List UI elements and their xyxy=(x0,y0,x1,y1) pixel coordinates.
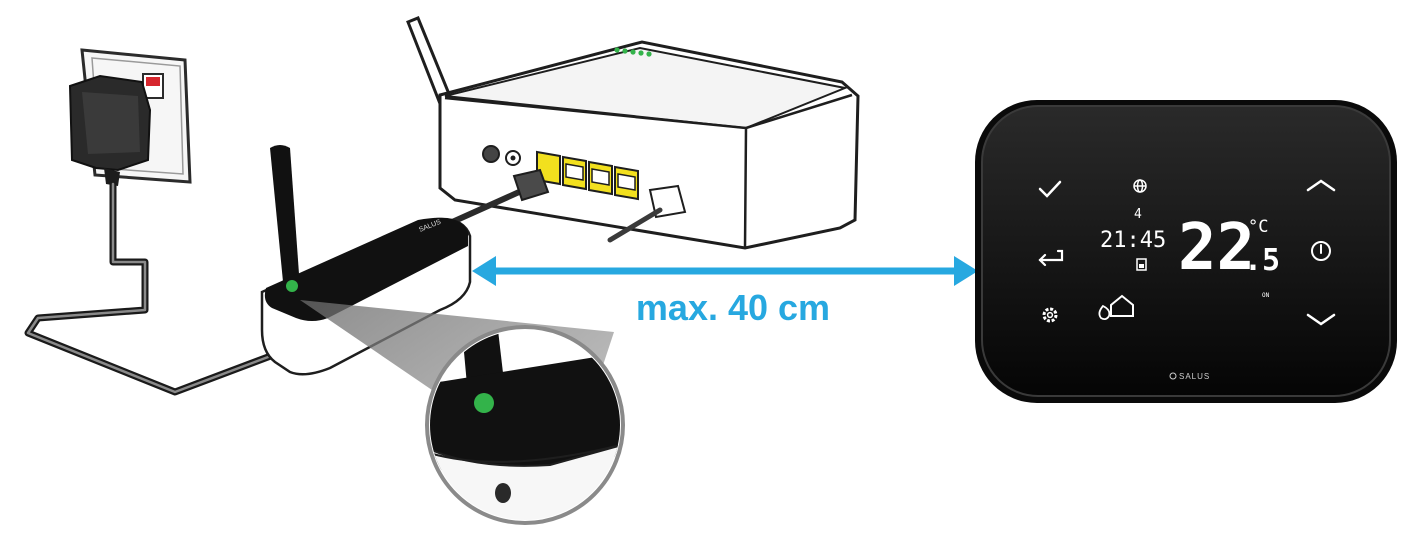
temperature-unit: °C xyxy=(1248,217,1268,237)
day-number: 4 xyxy=(1134,207,1142,222)
phone-cable xyxy=(607,207,663,243)
temperature-main: 22 xyxy=(1178,211,1255,285)
power-cable xyxy=(24,180,296,396)
router-power-button xyxy=(482,145,500,163)
globe-icon xyxy=(1133,179,1147,193)
salus-gateway: SALUS xyxy=(260,145,472,376)
zoom-callout xyxy=(425,325,625,525)
power-plug xyxy=(68,74,152,186)
gear-icon[interactable] xyxy=(1042,307,1058,323)
chevron-down-icon[interactable] xyxy=(1306,313,1336,326)
home-icon xyxy=(1110,294,1134,317)
temperature-decimal: .5 xyxy=(1244,243,1280,278)
chevron-up-icon[interactable] xyxy=(1306,179,1336,192)
zoomed-status-led xyxy=(474,393,494,413)
power-icon[interactable] xyxy=(1311,241,1331,261)
distance-arrow xyxy=(472,256,978,286)
ethernet-plug xyxy=(512,168,550,202)
status-label: ON xyxy=(1262,292,1270,299)
schedule-icon xyxy=(1136,258,1147,271)
switch-indicator xyxy=(146,77,160,86)
back-arrow-icon[interactable] xyxy=(1038,249,1064,267)
thermostat: 4 21:45 22 °C .5 ON SALUS xyxy=(975,100,1397,403)
salus-logo-icon xyxy=(1169,372,1177,380)
gateway-status-led xyxy=(286,280,298,292)
gateway-antenna xyxy=(270,145,300,292)
thermostat-brand: SALUS xyxy=(1179,372,1210,381)
distance-label: max. 40 cm xyxy=(636,287,830,328)
check-icon[interactable] xyxy=(1038,180,1062,198)
flame-icon xyxy=(1098,304,1111,321)
router-status-leds xyxy=(614,47,652,57)
router xyxy=(406,16,860,250)
clock-time: 21:45 xyxy=(1100,228,1166,253)
